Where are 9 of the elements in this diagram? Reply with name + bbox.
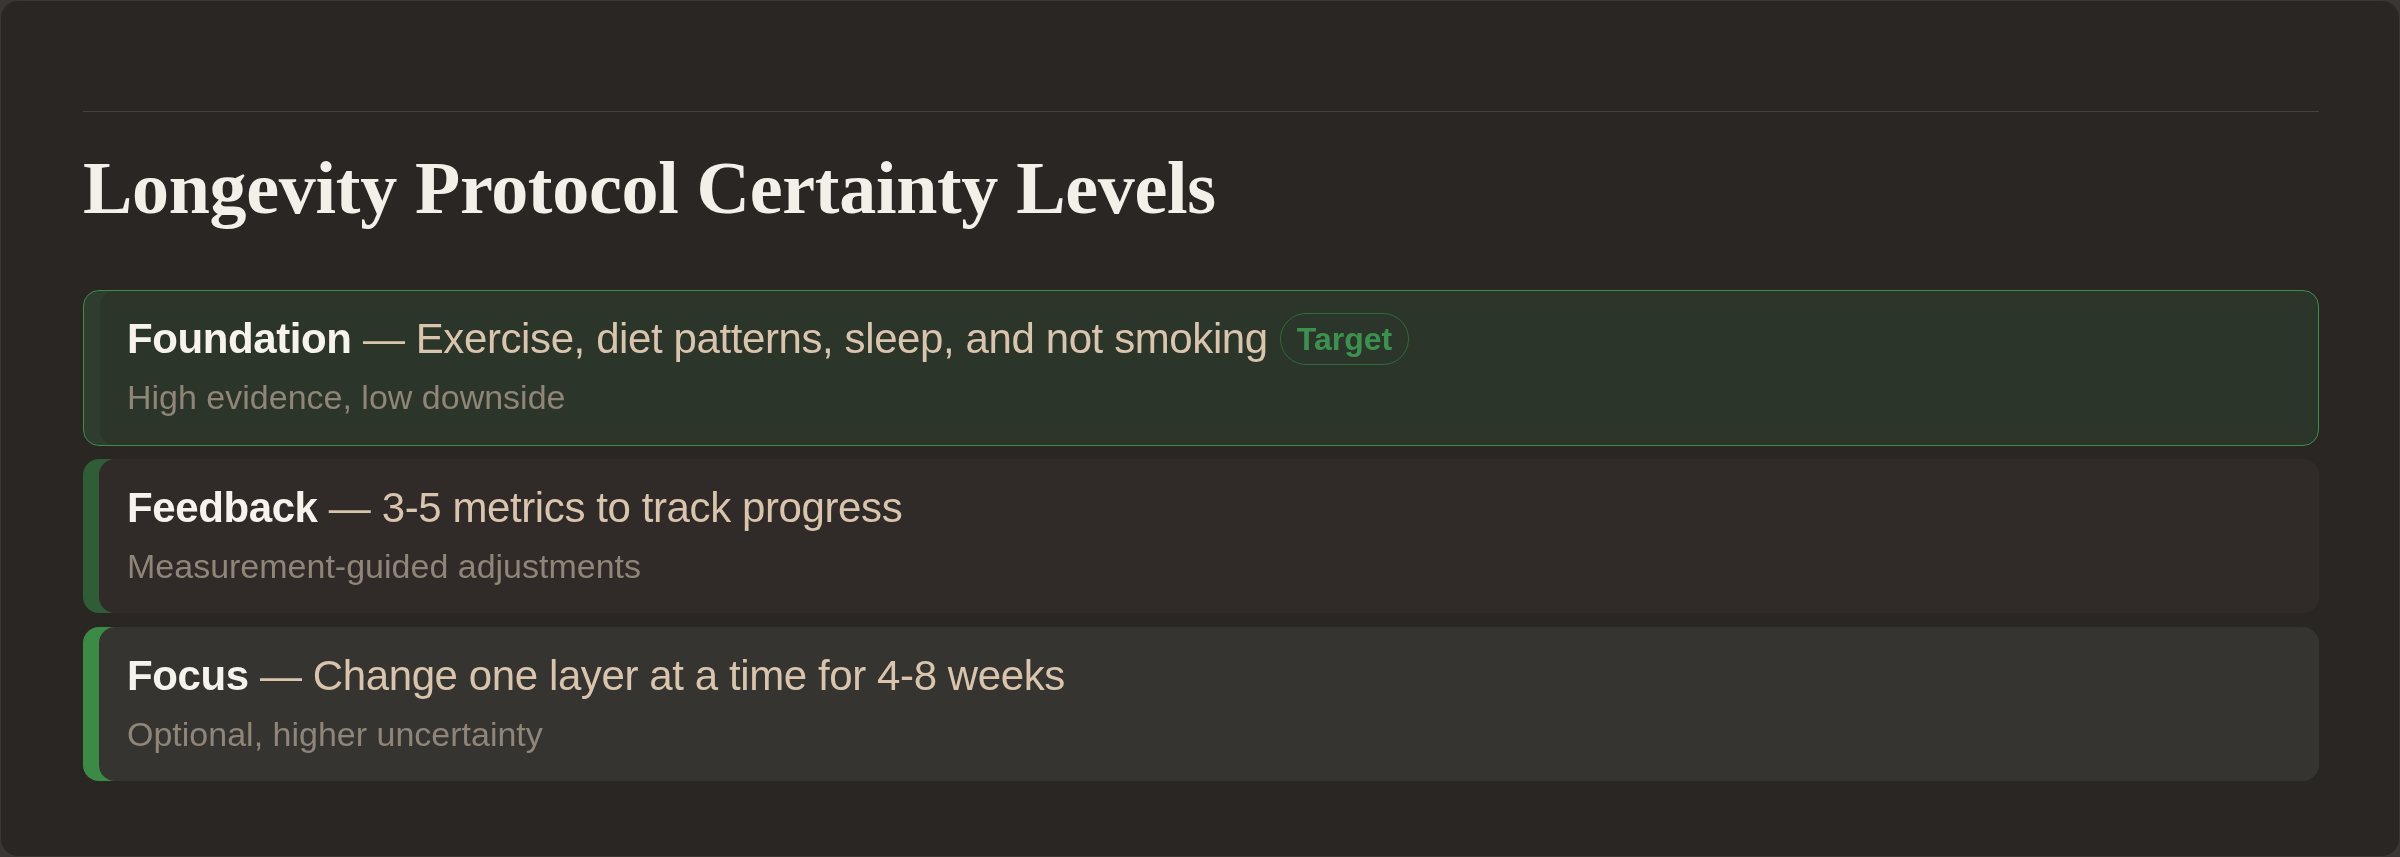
level-card (83, 290, 2319, 446)
level-description: Measurement-guided adjustments (127, 546, 642, 587)
level-heading: Foundation — Exercise, diet patterns, sleep, and not smoking (127, 313, 1268, 364)
level-card (83, 627, 2319, 781)
level-description: Optional, higher uncertainty (127, 714, 543, 755)
level-card (83, 459, 2319, 613)
level-heading: Focus — Change one layer at a time for 4-8 weeks (127, 650, 1065, 701)
level-description: High evidence, low downside (127, 377, 566, 418)
level-heading: Feedback — 3-5 metrics to track progress (127, 482, 903, 533)
